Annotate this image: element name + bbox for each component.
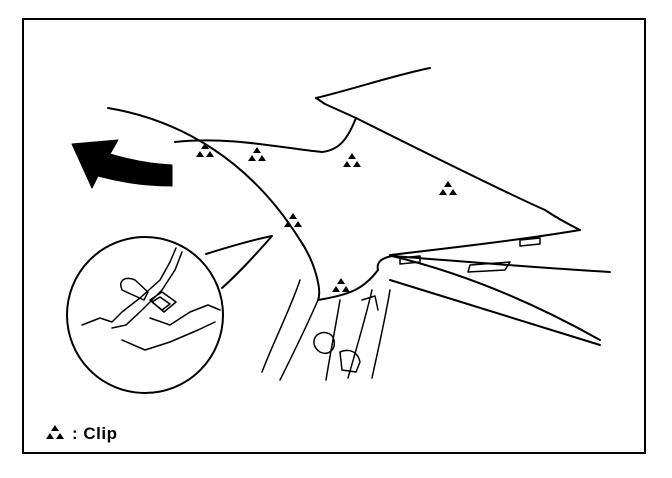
clip-marker [284,213,302,227]
clip-symbol-icon [46,425,64,439]
arrow-icon [71,139,173,189]
legend-label: : Clip [72,424,118,443]
pillar-structure [261,279,391,381]
magnifier-callout [205,235,273,289]
clip-marker [343,153,361,167]
clip-markers [196,143,457,292]
trim-slots [399,237,541,273]
clip-marker [439,181,457,195]
clip-marker [196,143,214,157]
magnifier-detail [81,247,221,351]
trim-panel-outline [107,67,611,346]
clip-marker [248,147,266,161]
legend: : Clip [42,424,118,444]
magnifier-circle [66,236,224,394]
clip-marker [332,278,350,292]
